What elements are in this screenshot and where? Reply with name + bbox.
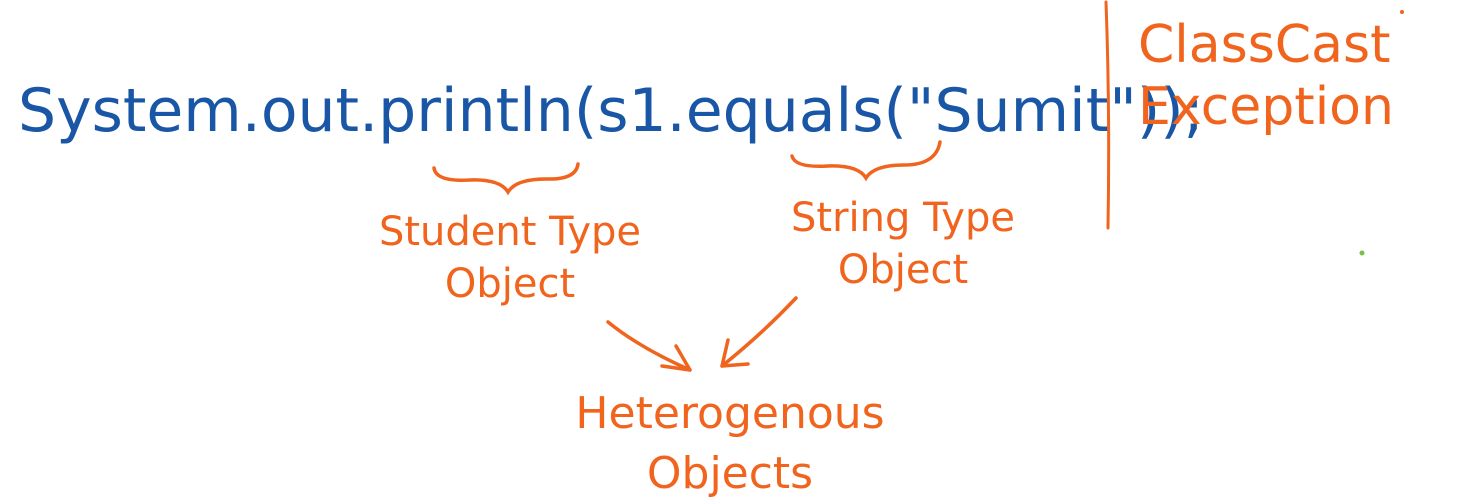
divider-line — [1104, 0, 1111, 230]
exception-label: ClassCast Exception — [1138, 14, 1394, 138]
heterogenous-text: Heterogenous — [575, 388, 885, 439]
brace-s1 — [432, 162, 580, 196]
string-type-text: String Type — [791, 195, 1015, 241]
code-statement: System.out.println(s1.equals("Sumit")); — [18, 76, 1204, 146]
exception-text: Exception — [1138, 77, 1394, 137]
stray-dot-green — [1359, 250, 1365, 256]
stray-dot-top — [1400, 10, 1404, 14]
objects-text: Objects — [646, 448, 814, 499]
arrow-string — [720, 296, 798, 368]
classcast-text: ClassCast — [1138, 15, 1391, 75]
string-object-text: Object — [837, 247, 969, 293]
brace-sumit — [790, 140, 942, 182]
heterogenous-objects-label: Heterogenous Objects — [560, 384, 900, 504]
student-type-label: Student Type Object — [360, 206, 660, 310]
student-type-text: Student Type — [378, 209, 642, 255]
string-type-label: String Type Object — [768, 192, 1038, 296]
arrow-student — [606, 320, 692, 372]
student-object-text: Object — [444, 261, 576, 307]
